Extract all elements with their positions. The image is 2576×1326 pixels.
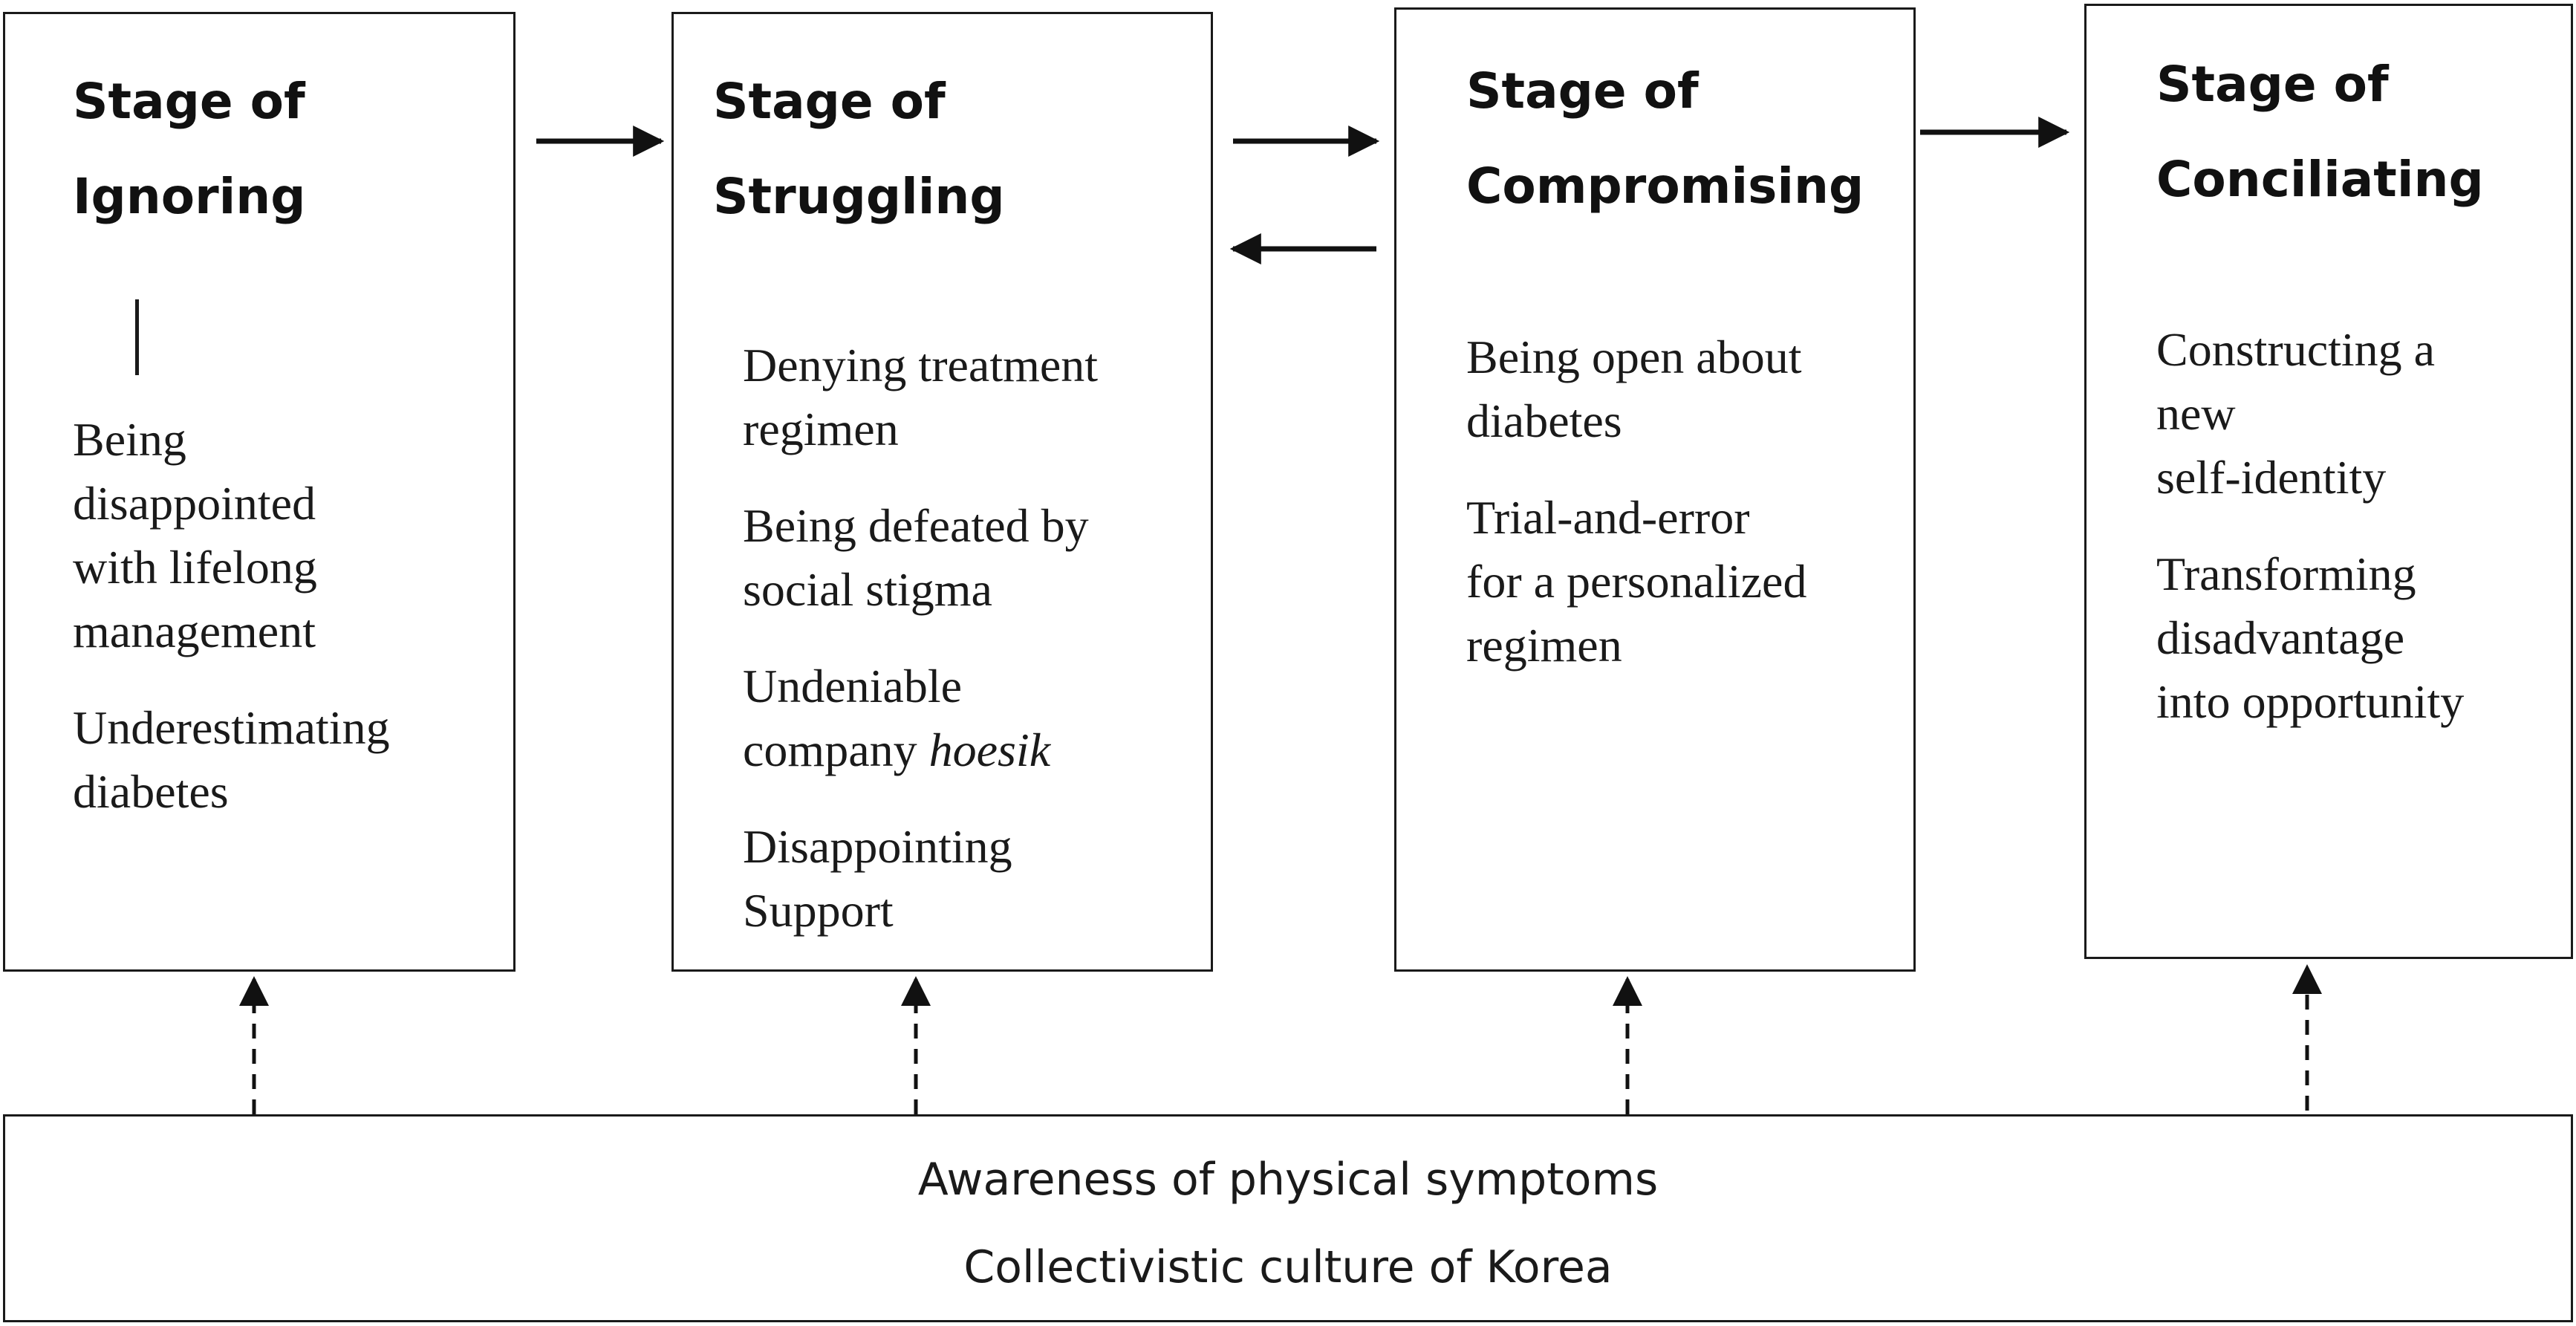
stage-items-struggling: Denying treatment regimen Being defeated… <box>743 334 1098 975</box>
stage-item-with-italic: Undeniable company hoesik <box>743 654 1098 782</box>
stage-item: Disappointing Support <box>743 820 1012 937</box>
stage-item: Constructing a new self-identity <box>2156 323 2436 504</box>
context-line-culture: Collectivistic culture of Korea <box>963 1241 1613 1293</box>
stage-items-conciliating: Constructing a new self-identity Transfo… <box>2156 318 2464 767</box>
stage-item: Denying treatment regimen <box>743 339 1099 455</box>
context-line-physical-symptoms: Awareness of physical symptoms <box>917 1154 1659 1206</box>
stage-item: Transforming disadvantage into opportuni… <box>2156 547 2465 728</box>
stage-items-compromising: Being open about diabetes Trial-and-erro… <box>1466 325 1806 710</box>
stage-title-conciliating: Stage of Conciliating <box>2156 56 2484 208</box>
stage-item: Trial-and-error for a personalized regim… <box>1466 491 1807 672</box>
stage-title-struggling: Stage of Struggling <box>713 73 1005 225</box>
stage-item: Being open about diabetes <box>1466 331 1802 447</box>
stage-title-compromising: Stage of Compromising <box>1466 62 1864 215</box>
stage-item: Underestimating diabetes <box>73 701 390 818</box>
stage-box-struggling: Stage of Struggling Denying treatment re… <box>671 12 1213 972</box>
stage-items-ignoring: Being disappointed with lifelong managem… <box>73 408 390 857</box>
stage-box-ignoring: Stage of Ignoring Being disappointed wit… <box>3 12 515 972</box>
stage-title-ignoring: Stage of Ignoring <box>73 73 306 225</box>
italic-term: hoesik <box>928 724 1051 776</box>
vertical-tick-mark <box>135 299 139 375</box>
stage-item: Being defeated by social stigma <box>743 499 1089 616</box>
context-box: Awareness of physical symptoms Collectiv… <box>3 1114 2573 1322</box>
stage-item: Being disappointed with lifelong managem… <box>73 413 317 657</box>
stage-box-conciliating: Stage of Conciliating Constructing a new… <box>2084 4 2573 959</box>
stage-item-text: Undeniable company <box>743 660 962 776</box>
stage-box-compromising: Stage of Compromising Being open about d… <box>1394 7 1916 972</box>
